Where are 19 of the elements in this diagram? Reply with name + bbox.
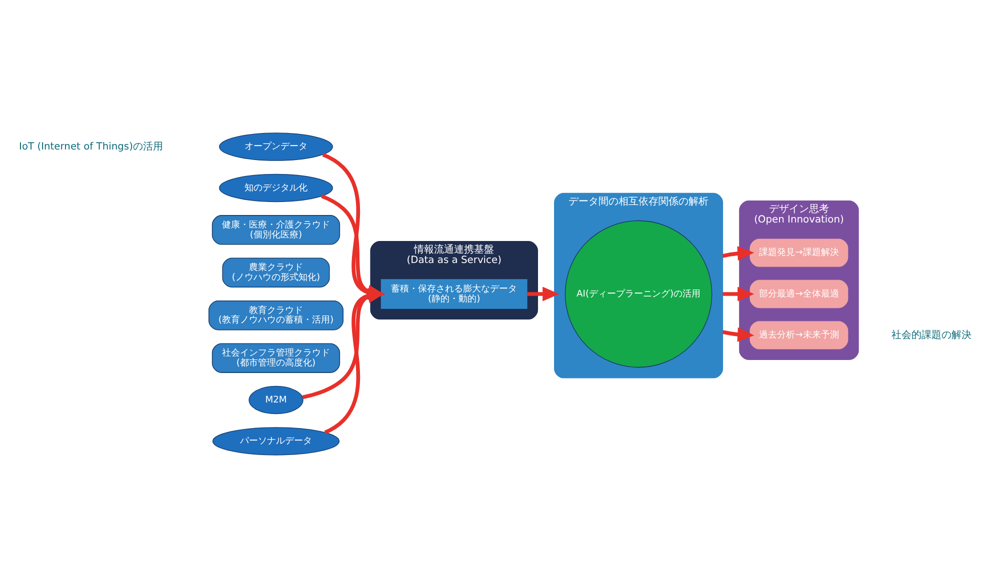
node-box: 教育クラウド (教育ノウハウの蓄積・活用): [208, 300, 344, 330]
arrow: [527, 286, 560, 301]
node-box: 健康・医療・介護クラウド (個別化医療): [212, 214, 340, 244]
node-circle: AI(ディープラーニング)の活用: [564, 220, 712, 368]
node-box: 課題発見→課題解決: [750, 238, 848, 266]
arrow: [722, 326, 754, 342]
node-box: 部分最適→全体最適: [750, 279, 848, 308]
arrow: [722, 286, 754, 301]
node-ellipse: パーソナルデータ: [212, 426, 340, 455]
label: IoT (Internet of Things)の活用: [19, 140, 163, 152]
node-box: 農業クラウド (ノウハウの形式知化): [222, 257, 330, 288]
node-box: 過去分析→未来予測: [750, 320, 848, 349]
node-box: 蓄積・保存される膨大なデータ (静的・動的): [380, 278, 528, 308]
node-box: 社会インフラ管理クラウド (都市管理の高度化): [212, 342, 340, 372]
node-ellipse: オープンデータ: [219, 132, 333, 160]
label: 社会的課題の解決: [891, 329, 972, 340]
node-ellipse: M2M: [248, 385, 304, 414]
node-ellipse: 知のデジタル化: [219, 173, 333, 202]
arrow: [722, 246, 754, 260]
